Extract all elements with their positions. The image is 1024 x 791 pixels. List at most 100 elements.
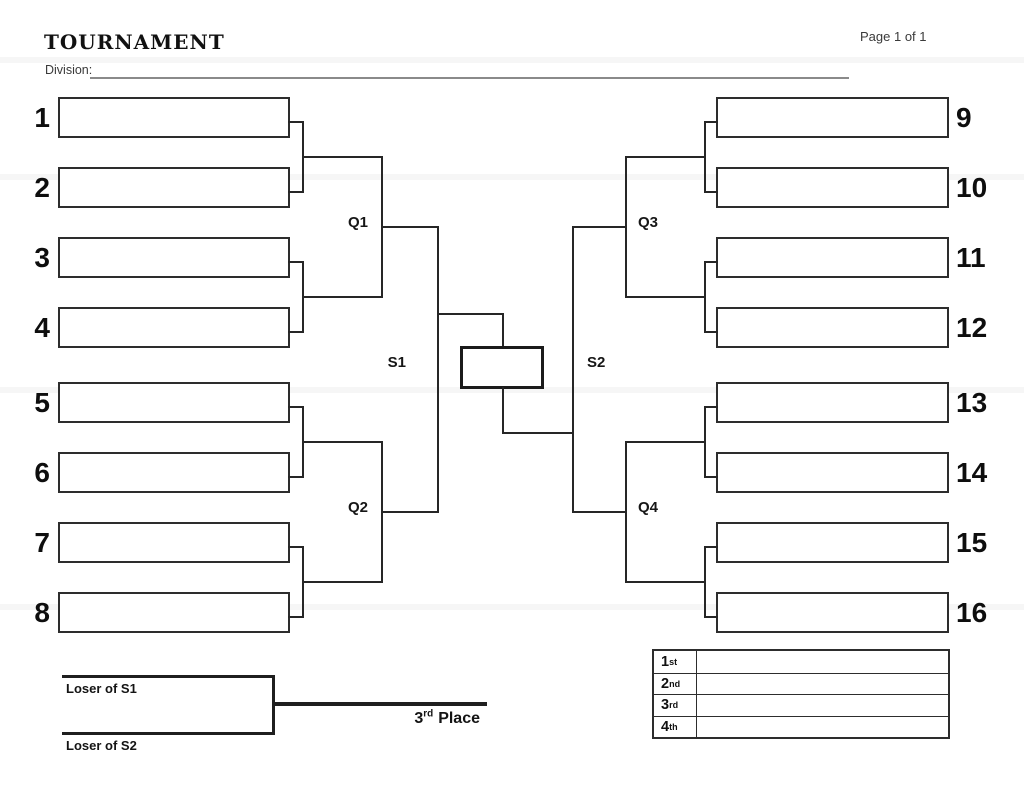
player-slot-4[interactable] — [58, 307, 290, 348]
seed-1: 1 — [34, 102, 50, 133]
player-slot-3[interactable] — [58, 237, 290, 278]
player-slot-12[interactable] — [716, 307, 949, 348]
s1-winner-line — [502, 313, 504, 348]
player-slot-1[interactable] — [58, 97, 290, 138]
seed-9: 9 — [956, 102, 972, 133]
third-place-winner-line — [272, 702, 487, 706]
player-slot-2[interactable] — [58, 167, 290, 208]
player-slot-13[interactable] — [716, 382, 949, 423]
player-slot-8[interactable] — [58, 592, 290, 633]
division-underline — [90, 77, 849, 79]
bracket-connector — [704, 121, 718, 123]
bracket-connector — [288, 121, 304, 123]
standings-value-2nd[interactable] — [697, 673, 948, 694]
bracket-connector — [302, 581, 383, 583]
seed-3: 3 — [34, 242, 50, 273]
player-slot-16[interactable] — [716, 592, 949, 633]
s2-winner-line — [502, 432, 574, 434]
bracket-connector — [704, 261, 718, 263]
bracket-connector — [704, 406, 706, 478]
bracket-connector — [704, 121, 706, 193]
player-slot-11[interactable] — [716, 237, 949, 278]
bracket-connector — [704, 616, 718, 618]
seed-16: 16 — [956, 597, 988, 628]
seed-4: 4 — [34, 312, 50, 343]
bracket-connector — [302, 296, 383, 298]
standings-value-3rd[interactable] — [697, 695, 948, 716]
bracket-connector — [625, 296, 706, 298]
page-title: TOURNAMENT — [44, 30, 225, 54]
bracket-connector — [288, 406, 304, 408]
q3-winner-line — [572, 226, 627, 228]
bracket-connector — [704, 406, 718, 408]
seed-14: 14 — [956, 457, 988, 488]
player-slot-7[interactable] — [58, 522, 290, 563]
third-place-line-top — [62, 675, 275, 678]
seed-7: 7 — [34, 527, 50, 558]
round-label-q2: Q2 — [347, 499, 368, 516]
scan-artifact-band — [0, 174, 1024, 180]
bracket-connector — [625, 441, 706, 443]
bracket-connector — [288, 616, 304, 618]
bracket-connector — [704, 261, 706, 333]
q2-winner-line — [381, 511, 439, 513]
champion-slot[interactable] — [460, 346, 544, 389]
bracket-connector — [704, 546, 706, 618]
s2-winner-line — [502, 387, 504, 434]
round-label-s1: S1 — [387, 354, 406, 371]
bracket-connector — [302, 156, 383, 158]
bracket-connector — [704, 191, 718, 193]
bracket-connector — [704, 331, 718, 333]
bracket-connector — [625, 156, 706, 158]
player-slot-15[interactable] — [716, 522, 949, 563]
player-slot-9[interactable] — [716, 97, 949, 138]
standings-value-1st[interactable] — [697, 651, 948, 673]
seed-12: 12 — [956, 312, 988, 343]
bracket-connector — [288, 191, 304, 193]
q3-bracket-line — [625, 156, 627, 298]
seed-11: 11 — [956, 242, 986, 273]
seed-13: 13 — [956, 387, 988, 418]
bracket-connector — [288, 476, 304, 478]
q4-winner-line — [572, 511, 627, 513]
division-label: Division: — [45, 63, 93, 77]
bracket-connector — [288, 261, 304, 263]
round-label-q3: Q3 — [638, 214, 659, 231]
scan-artifact-band — [0, 604, 1024, 610]
bracket-connector — [704, 546, 718, 548]
s1-winner-line — [437, 313, 504, 315]
round-label-s2: S2 — [587, 354, 606, 371]
player-slot-5[interactable] — [58, 382, 290, 423]
bracket-connector — [288, 331, 304, 333]
player-slot-6[interactable] — [58, 452, 290, 493]
division-input[interactable] — [92, 62, 847, 77]
player-slot-10[interactable] — [716, 167, 949, 208]
s2-bracket-line — [572, 226, 574, 513]
seed-2: 2 — [34, 172, 50, 203]
player-slot-14[interactable] — [716, 452, 949, 493]
q1-winner-line — [381, 226, 439, 228]
q4-bracket-line — [625, 441, 627, 583]
loser-of-s2-label: Loser of S2 — [66, 738, 137, 753]
seed-10: 10 — [956, 172, 988, 203]
s1-bracket-line — [437, 226, 439, 513]
bracket-connector — [302, 441, 383, 443]
bracket-connector — [288, 546, 304, 548]
round-label-q1: Q1 — [347, 214, 368, 231]
seed-15: 15 — [956, 527, 988, 558]
loser-of-s1-label: Loser of S1 — [66, 681, 137, 696]
standings-value-4th[interactable] — [697, 716, 948, 737]
bracket-connector — [704, 476, 718, 478]
bracket-connector — [625, 581, 706, 583]
scan-artifact-band — [0, 387, 1024, 393]
